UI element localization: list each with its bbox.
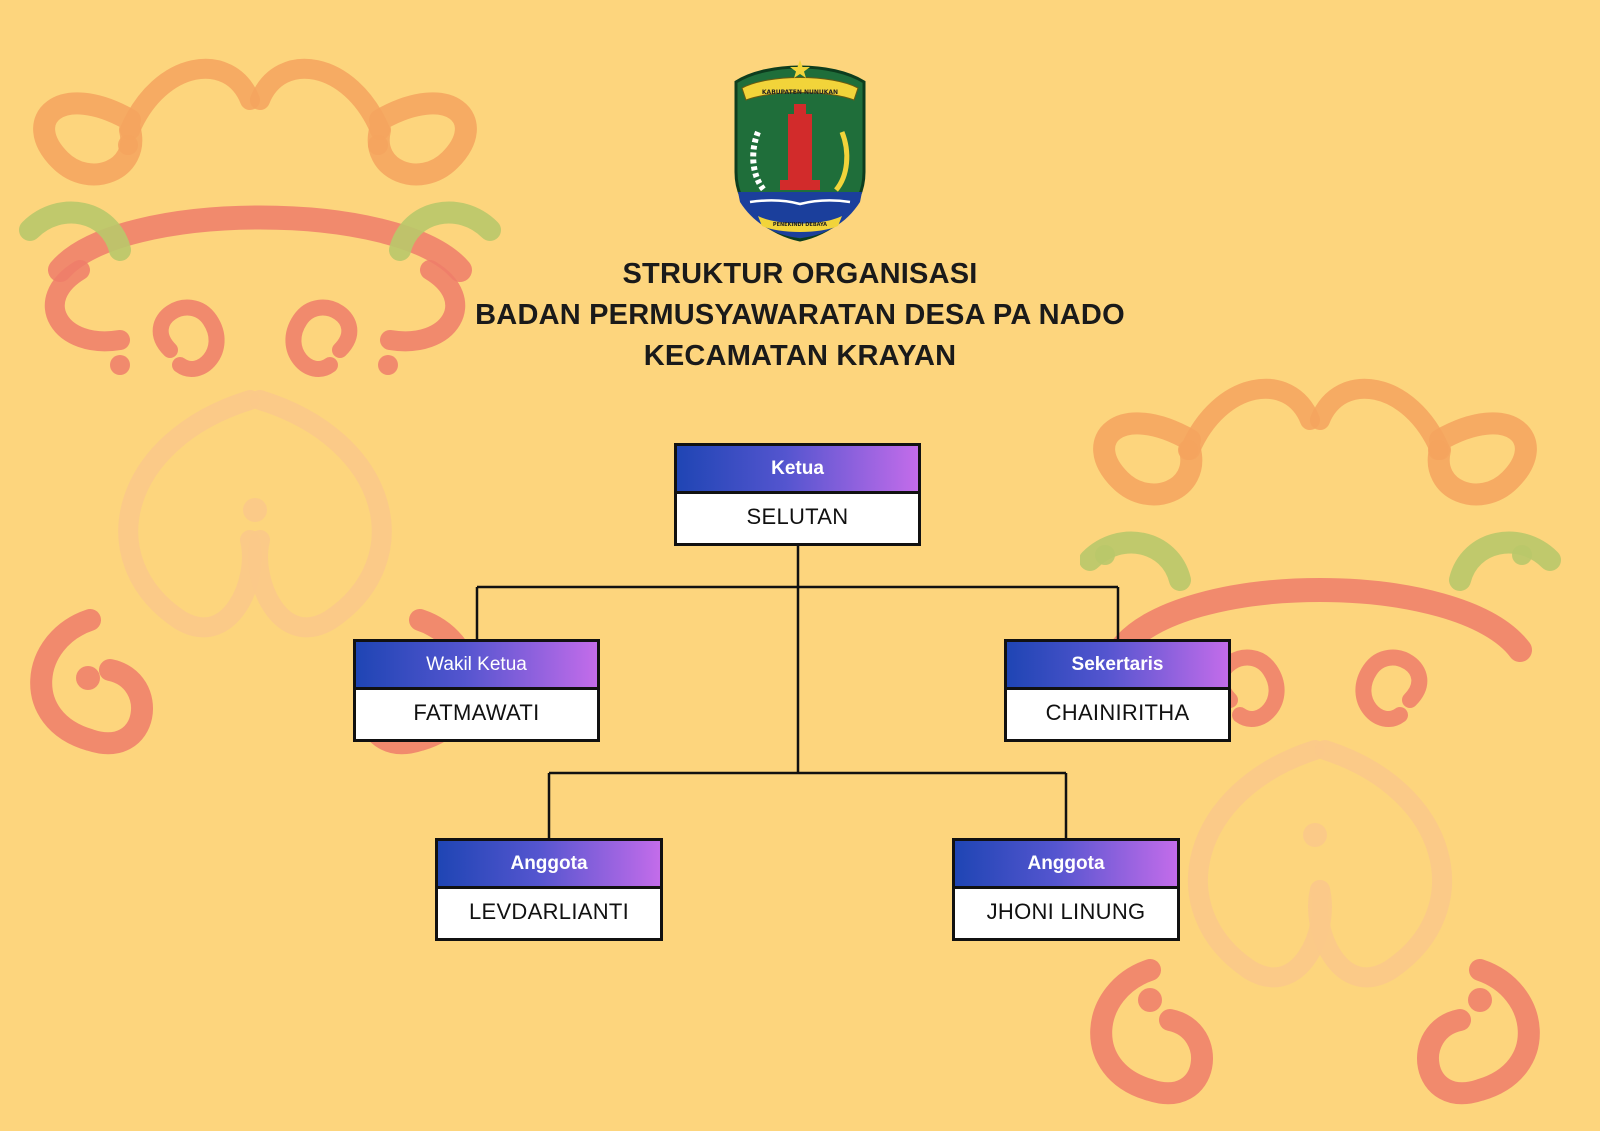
node-wakil-ketua-role: Wakil Ketua [356, 642, 597, 690]
node-ketua-role: Ketua [677, 446, 918, 494]
node-sekertaris-name: CHAINIRITHA [1045, 700, 1190, 725]
right-ornament-decoration [1080, 378, 1561, 1104]
node-anggota-2: Anggota JHONI LINUNG [952, 838, 1180, 941]
title-line-2: BADAN PERMUSYAWARATAN DESA PA NADO [475, 299, 1125, 331]
title-line-3: KECAMATAN KRAYAN [643, 340, 957, 372]
emblem-bottom-text: PENEKINDI DEBAYA [773, 222, 827, 228]
node-anggota-1: Anggota LEVDARLIANTI [435, 838, 663, 941]
node-wakil-ketua: Wakil Ketua FATMAWATI [353, 639, 600, 742]
node-anggota-2-role: Anggota [955, 841, 1177, 889]
node-anggota-1-role: Anggota [438, 841, 660, 889]
node-anggota-2-name: JHONI LINUNG [986, 899, 1146, 924]
node-anggota-1-name: LEVDARLIANTI [468, 899, 630, 924]
node-sekertaris-role: Sekertaris [1007, 642, 1228, 690]
title-line-1: STRUKTUR ORGANISASI [622, 258, 978, 290]
chart-title: STRUKTUR ORGANISASI BADAN PERMUSYAWARATA… [400, 254, 1200, 377]
node-ketua-name: SELUTAN [746, 504, 849, 529]
emblem-top-text: KABUPATEN NUNUKAN [762, 89, 838, 96]
node-wakil-ketua-name: FATMAWATI [413, 700, 540, 725]
node-sekertaris: Sekertaris CHAINIRITHA [1004, 639, 1231, 742]
node-ketua: Ketua SELUTAN [674, 443, 921, 546]
kabupaten-nunukan-emblem: KABUPATEN NUNUKAN PENEKINDI DEBAYA [734, 60, 866, 242]
